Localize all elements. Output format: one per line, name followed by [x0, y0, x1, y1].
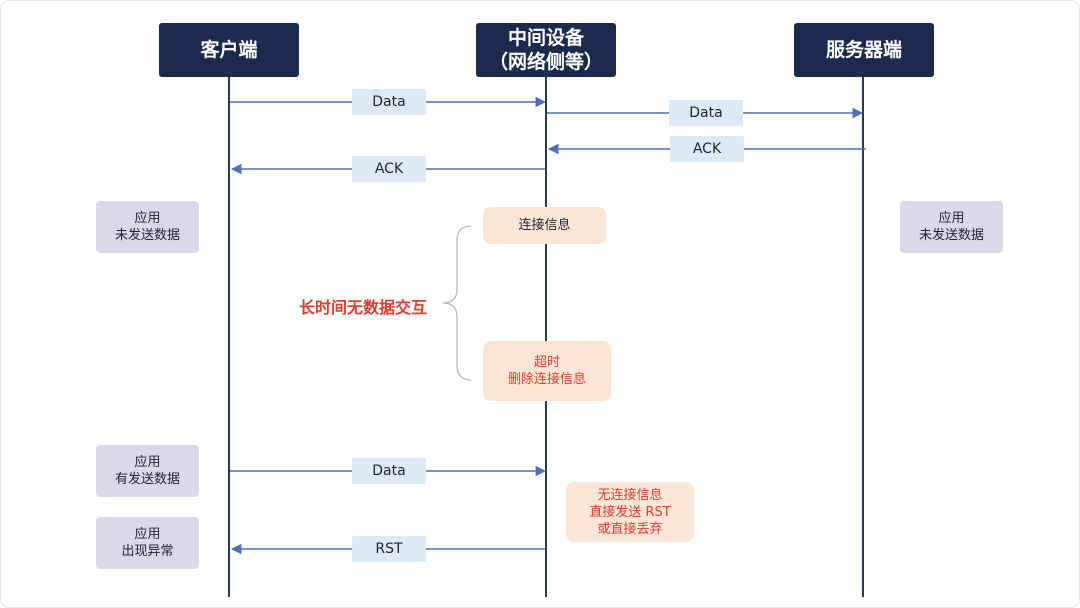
- client-actor-label: 客户端: [200, 39, 258, 61]
- brace-shape: [442, 225, 472, 381]
- note-line: 或直接丢弃: [597, 521, 663, 537]
- message-data-3: Data: [352, 458, 426, 484]
- client-error-note: 应用 出现异常: [96, 517, 199, 569]
- note-line: 应用: [938, 211, 965, 226]
- timeout-note: 超时 删除连接信息: [483, 341, 611, 401]
- server-actor-label: 服务器端: [825, 39, 902, 61]
- note-line: 直接发送 RST: [589, 504, 671, 520]
- message-ack-client: ACK: [352, 156, 426, 182]
- message-rst: RST: [352, 536, 426, 562]
- note-line: 无连接信息: [597, 487, 663, 503]
- idle-period-label: 长时间无数据交互: [299, 298, 428, 317]
- note-line: 有发送数据: [114, 472, 180, 487]
- middle-actor-label-1: 中间设备: [507, 27, 584, 49]
- note-line: 应用: [134, 211, 161, 226]
- message-data-2: Data: [669, 100, 743, 126]
- note-line: 连接信息: [518, 218, 571, 233]
- server-actor: 服务器端: [794, 23, 934, 77]
- note-line: 删除连接信息: [507, 372, 586, 387]
- connection-info-note: 连接信息: [483, 207, 606, 244]
- middle-actor: 中间设备 （网络侧等）: [476, 23, 616, 77]
- server-unsent-note: 应用 未发送数据: [900, 201, 1003, 253]
- client-actor: 客户端: [159, 23, 299, 77]
- middle-actor-label-2: （网络侧等）: [488, 51, 603, 73]
- note-line: 应用: [134, 527, 161, 542]
- note-line: 未发送数据: [114, 228, 180, 243]
- message-data-1: Data: [352, 89, 426, 115]
- note-line: 出现异常: [121, 544, 174, 559]
- message-ack-server: ACK: [670, 136, 744, 162]
- client-sending-note: 应用 有发送数据: [96, 445, 199, 497]
- client-unsent-note: 应用 未发送数据: [96, 201, 199, 253]
- note-line: 超时: [533, 355, 560, 370]
- note-line: 未发送数据: [918, 228, 984, 243]
- no-connection-note: 无连接信息 直接发送 RST 或直接丢弃: [566, 482, 694, 542]
- note-line: 应用: [134, 455, 161, 470]
